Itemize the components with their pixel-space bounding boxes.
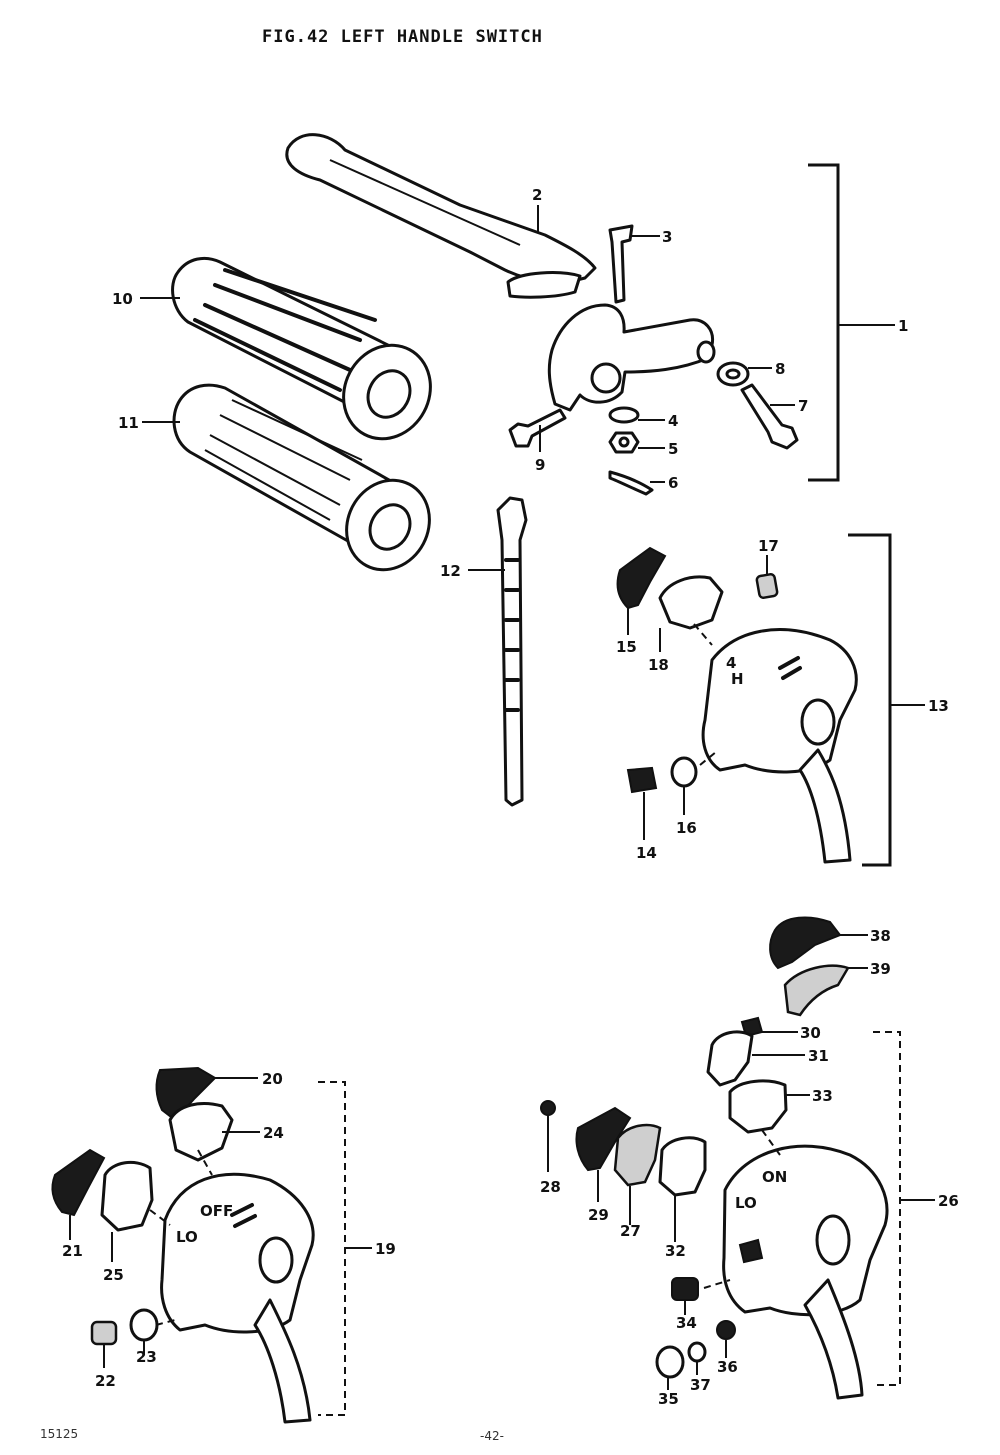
callout-23: 23 xyxy=(136,1348,157,1366)
callout-21: 21 xyxy=(62,1242,83,1260)
clutch-lever xyxy=(285,133,597,299)
switch-housing-19: LO OFF xyxy=(160,1172,315,1424)
callout-36: 36 xyxy=(717,1358,738,1376)
callout-25: 25 xyxy=(103,1266,124,1284)
callout-29: 29 xyxy=(588,1206,609,1224)
switch-plate-18 xyxy=(658,575,724,630)
callout-26: 26 xyxy=(938,1192,959,1210)
button-16 xyxy=(670,756,698,788)
knob-29 xyxy=(575,1106,632,1172)
switch-plate-25 xyxy=(100,1160,154,1232)
marking-c-on: ON xyxy=(762,1168,787,1186)
callout-34: 34 xyxy=(676,1314,697,1332)
switch-plate-33 xyxy=(728,1079,788,1134)
spring-37 xyxy=(687,1341,707,1363)
knob-21 xyxy=(51,1148,106,1217)
button-14 xyxy=(626,766,658,794)
callout-11: 11 xyxy=(118,414,139,432)
callout-9: 9 xyxy=(535,456,545,474)
callout-5: 5 xyxy=(668,440,678,458)
button-34 xyxy=(671,1277,699,1301)
callout-24: 24 xyxy=(263,1124,284,1142)
screw-28 xyxy=(540,1100,556,1116)
callout-37: 37 xyxy=(690,1376,711,1394)
callout-14: 14 xyxy=(636,844,657,862)
marking-c-lo: LO xyxy=(735,1194,757,1212)
callout-33: 33 xyxy=(812,1087,833,1105)
figure-title: FIG.42 LEFT HANDLE SWITCH xyxy=(262,27,543,47)
callout-19: 19 xyxy=(375,1240,396,1258)
handle-grip-10 xyxy=(171,256,432,441)
nut-36 xyxy=(716,1320,736,1340)
marking-b-lo: LO xyxy=(176,1228,198,1246)
callout-38: 38 xyxy=(870,927,891,945)
cotter-pin-6 xyxy=(608,470,654,496)
callout-12: 12 xyxy=(440,562,461,580)
knob-31 xyxy=(706,1030,754,1087)
handle-grip-11 xyxy=(172,383,431,572)
callout-28: 28 xyxy=(540,1178,561,1196)
button-23 xyxy=(129,1308,159,1342)
callout-2: 2 xyxy=(532,186,542,204)
callout-8: 8 xyxy=(775,360,785,378)
washer-8 xyxy=(716,361,750,387)
callout-6: 6 xyxy=(668,474,678,492)
callout-32: 32 xyxy=(665,1242,686,1260)
bolt-9 xyxy=(508,408,567,448)
marking-a-h: H xyxy=(731,670,744,688)
callout-35: 35 xyxy=(658,1390,679,1408)
marking-a-4: 4 xyxy=(726,654,736,672)
cable-tie-12 xyxy=(496,496,528,807)
callout-10: 10 xyxy=(112,290,133,308)
button-35 xyxy=(655,1345,685,1379)
marking-b-off: OFF xyxy=(200,1202,233,1220)
knob-38 xyxy=(769,916,842,970)
callout-18: 18 xyxy=(648,656,669,674)
nut-5 xyxy=(608,431,640,454)
callout-3: 3 xyxy=(662,228,672,246)
cover-27 xyxy=(613,1123,662,1187)
washer-4 xyxy=(608,406,640,424)
switch-plate-24 xyxy=(168,1102,234,1162)
callout-20: 20 xyxy=(262,1070,283,1088)
knob-15 xyxy=(616,546,667,610)
knob-20 xyxy=(155,1066,217,1122)
callout-22: 22 xyxy=(95,1372,116,1390)
callout-27: 27 xyxy=(620,1222,641,1240)
callout-7: 7 xyxy=(798,397,808,415)
cover-39 xyxy=(783,964,850,1017)
footer-page-number: -42- xyxy=(480,1429,504,1443)
bolt-7 xyxy=(740,383,799,450)
knob-17 xyxy=(755,572,779,600)
switch-housing-26: LO ON xyxy=(722,1144,889,1400)
callout-1: 1 xyxy=(898,317,908,335)
callout-30: 30 xyxy=(800,1024,821,1042)
callout-16: 16 xyxy=(676,819,697,837)
lever-bracket xyxy=(547,303,716,412)
callout-39: 39 xyxy=(870,960,891,978)
callout-4: 4 xyxy=(668,412,678,430)
switch-plate-32 xyxy=(658,1136,707,1197)
callout-17: 17 xyxy=(758,537,779,555)
footer-code: 15125 xyxy=(40,1427,78,1441)
callout-31: 31 xyxy=(808,1047,829,1065)
switch-housing-13: 4 H 3 xyxy=(701,586,858,864)
pivot-bolt xyxy=(608,224,634,304)
callout-15: 15 xyxy=(616,638,637,656)
button-22 xyxy=(90,1320,118,1346)
callout-13: 13 xyxy=(928,697,949,715)
